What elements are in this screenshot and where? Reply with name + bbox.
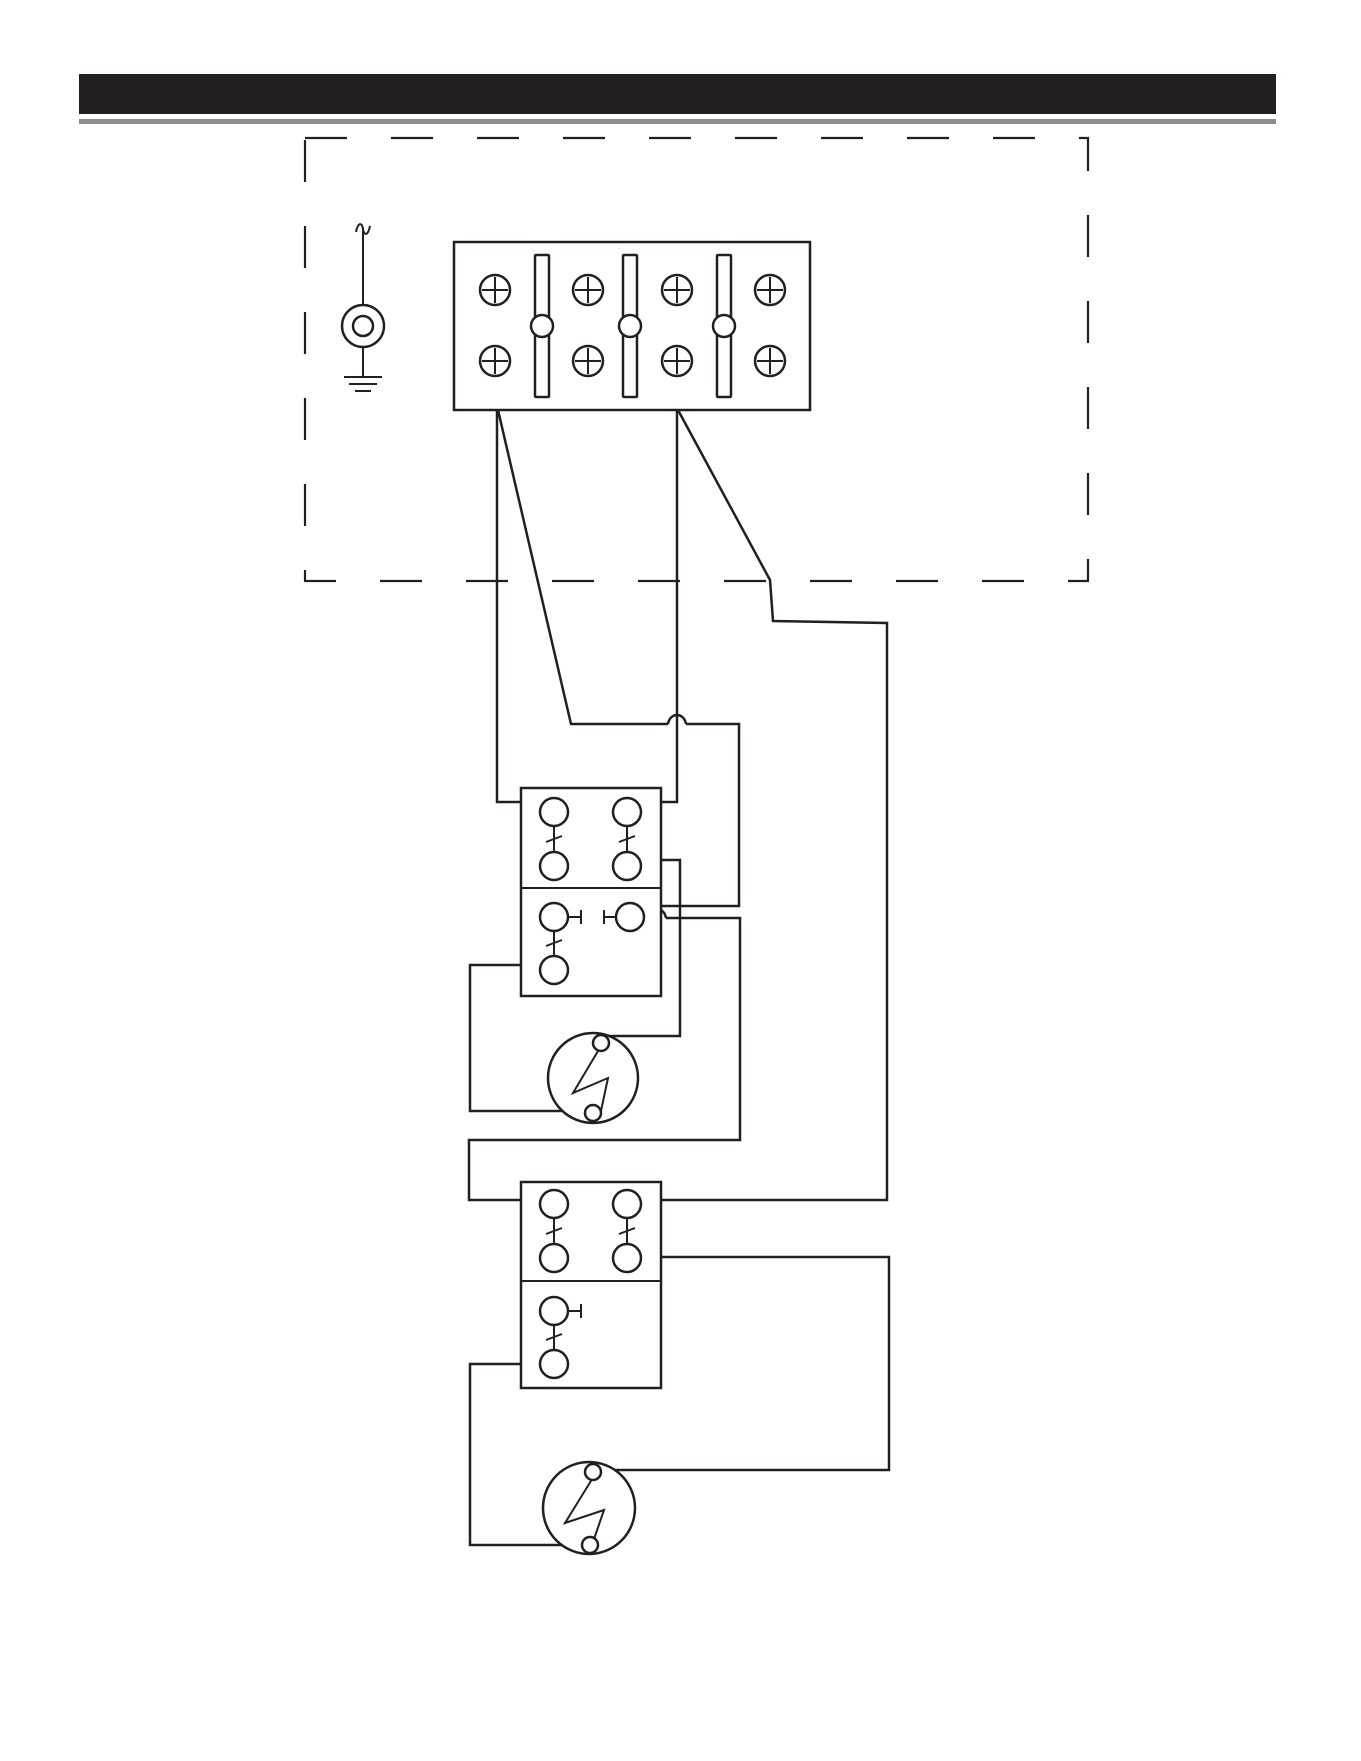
terminal-block [454,242,810,410]
screw-icon [755,346,785,376]
screw-icon [480,346,510,376]
screw-icon [480,275,510,305]
screw-icon [573,275,603,305]
heating-element-2-icon [543,1462,635,1554]
screw-icon [573,346,603,376]
screw-icon [662,275,692,305]
switch-1 [521,788,661,996]
screw-icon [662,346,692,376]
switch-2 [521,1182,661,1388]
heating-element-1-icon [548,1033,638,1123]
screw-icon [755,275,785,305]
power-supply-icon [342,224,384,391]
